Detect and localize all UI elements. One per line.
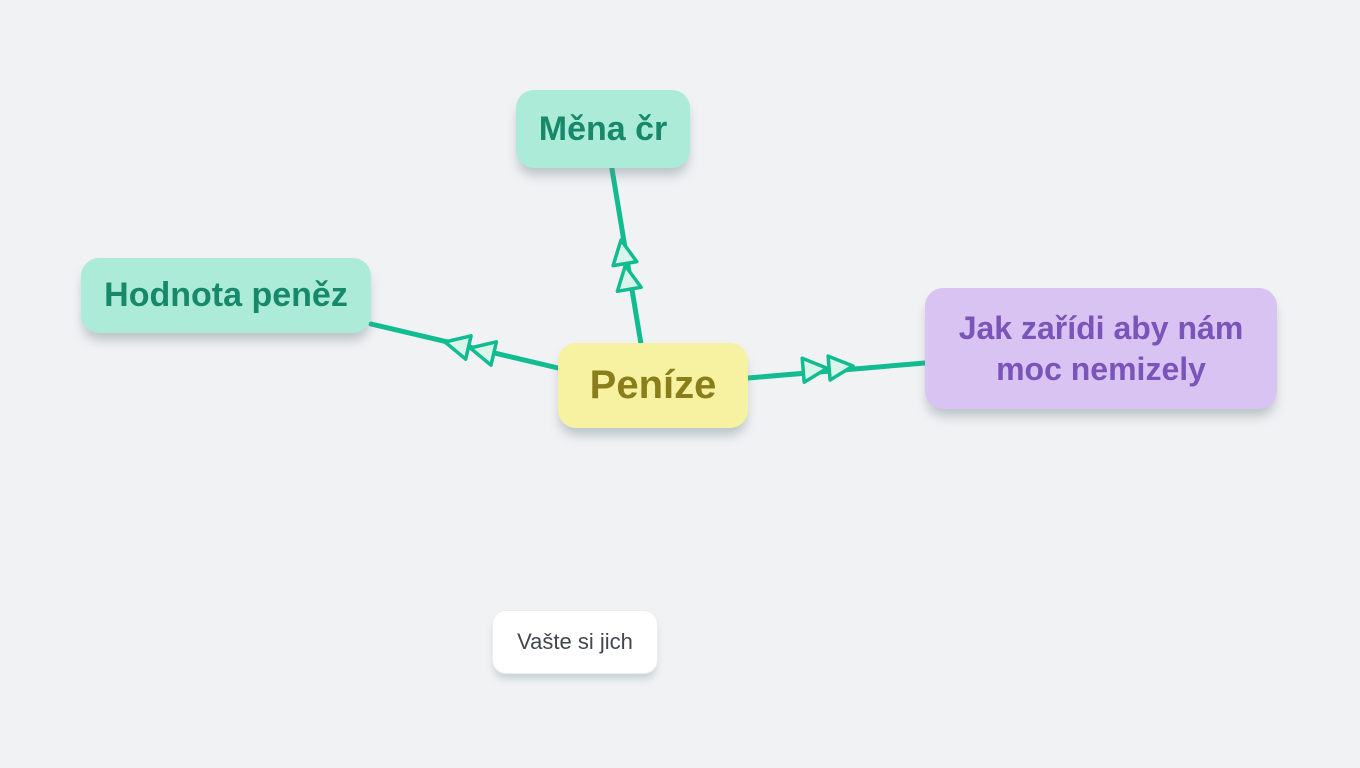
node-penize[interactable]: Peníze <box>558 343 748 428</box>
edge-penize-to-jak-zaridi[interactable] <box>745 354 928 384</box>
node-mena-cr[interactable]: Měna čr <box>516 90 690 168</box>
node-hodnota-penez[interactable]: Hodnota peněz <box>81 258 371 333</box>
node-penize-label: Peníze <box>589 363 717 407</box>
node-mena-cr-label: Měna čr <box>538 109 668 148</box>
node-jak-zaridi-label: Jak zařídi aby nám moc nemizely <box>958 309 1244 387</box>
edge-penize-to-mena-cr[interactable] <box>609 166 644 347</box>
node-vaste-si-jich-label: Vašte si jich <box>517 629 633 654</box>
node-hodnota-penez-label: Hodnota peněz <box>104 276 348 314</box>
node-vaste-si-jich[interactable]: Vašte si jich <box>492 610 658 674</box>
edge-penize-to-hodnota-penez[interactable] <box>368 321 561 371</box>
node-jak-zaridi[interactable]: Jak zařídi aby nám moc nemizely <box>925 288 1277 409</box>
